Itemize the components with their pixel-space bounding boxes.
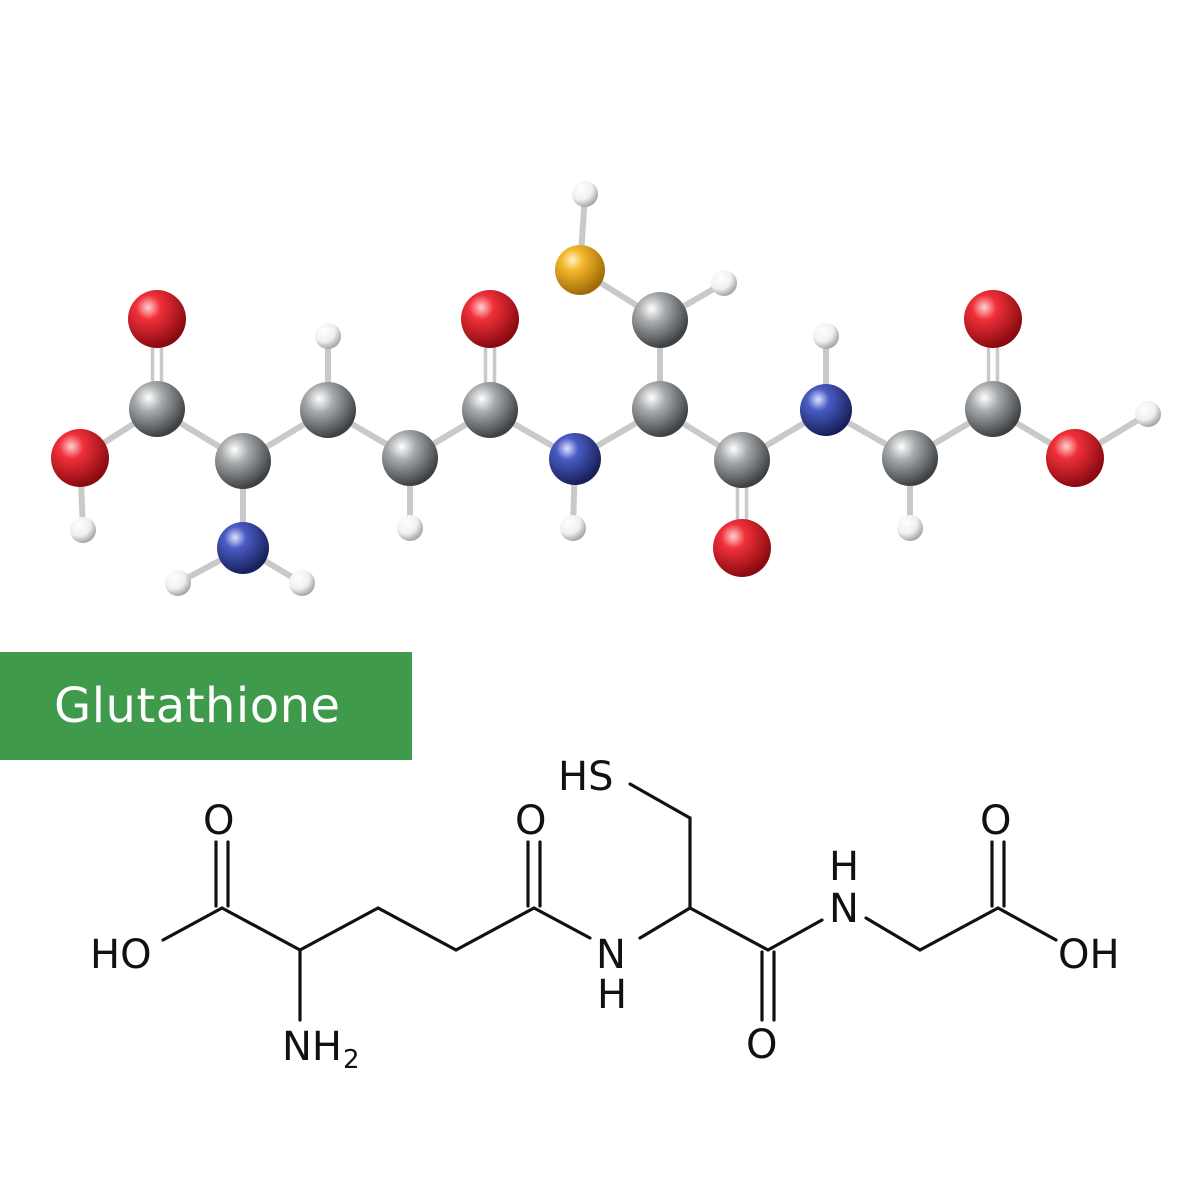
atom-o-hydroxyl-1 (51, 429, 109, 487)
atom-o-hydroxyl-2 (1046, 429, 1104, 487)
atom-c-methylene (632, 292, 688, 348)
atom-c-alpha-2 (632, 381, 688, 437)
label-o-right: O (980, 798, 1011, 844)
atom-h-glycine (897, 515, 923, 541)
label-n-amide-2: N (829, 886, 859, 932)
atom-s-thiol (555, 245, 605, 295)
label-o-left: O (203, 798, 234, 844)
label-h-amide-2: H (829, 844, 859, 890)
atom-h-amine-1 (165, 570, 191, 596)
atom-o-carbonyl-1 (128, 290, 186, 348)
atom-c-chain-2 (382, 430, 438, 486)
atom-h-amine-2 (289, 570, 315, 596)
atom-o-carbonyl-2 (964, 290, 1022, 348)
atom-n-amide-1 (549, 433, 601, 485)
atom-o-amide-1 (461, 290, 519, 348)
atom-n-amide-2 (800, 384, 852, 436)
atom-h-thiol (572, 181, 598, 207)
atom-c-glycine (882, 430, 938, 486)
atom-h-hydroxyl-2 (1135, 401, 1161, 427)
label-nh2-subscript: 2 (343, 1045, 360, 1075)
atom-c-amide-2 (714, 432, 770, 488)
atom-group (51, 181, 1161, 596)
label-oh: OH (1058, 932, 1120, 978)
molecule-title: Glutathione (54, 678, 341, 734)
atom-c-carboxyl-1 (129, 381, 185, 437)
label-nh2: NH (282, 1024, 342, 1070)
label-hs: HS (558, 754, 613, 800)
atom-n-amine (217, 522, 269, 574)
skeletal-bonds (161, 782, 1058, 1022)
label-ho: HO (90, 932, 152, 978)
atom-h-chain-1 (315, 323, 341, 349)
atom-h-amide-1 (560, 515, 586, 541)
atom-o-amide-2 (713, 519, 771, 577)
atom-h-methylene (711, 270, 737, 296)
label-n-amide-1: N (596, 932, 626, 978)
label-o-mid: O (515, 798, 546, 844)
skeletal-formula: HO O NH 2 O N H HS O H N O OH (90, 754, 1120, 1075)
ball-and-stick-model (51, 181, 1161, 596)
label-h-amide-1: H (597, 972, 627, 1018)
title-banner: Glutathione (0, 652, 412, 760)
atom-c-amide-1 (462, 382, 518, 438)
atom-h-amide-2 (813, 323, 839, 349)
atom-c-carboxyl-2 (965, 381, 1021, 437)
atom-c-alpha-1 (215, 433, 271, 489)
atom-h-chain-2 (397, 515, 423, 541)
label-o-bottom: O (746, 1022, 777, 1068)
atom-h-hydroxyl-1 (70, 517, 96, 543)
atom-c-chain-1 (300, 382, 356, 438)
